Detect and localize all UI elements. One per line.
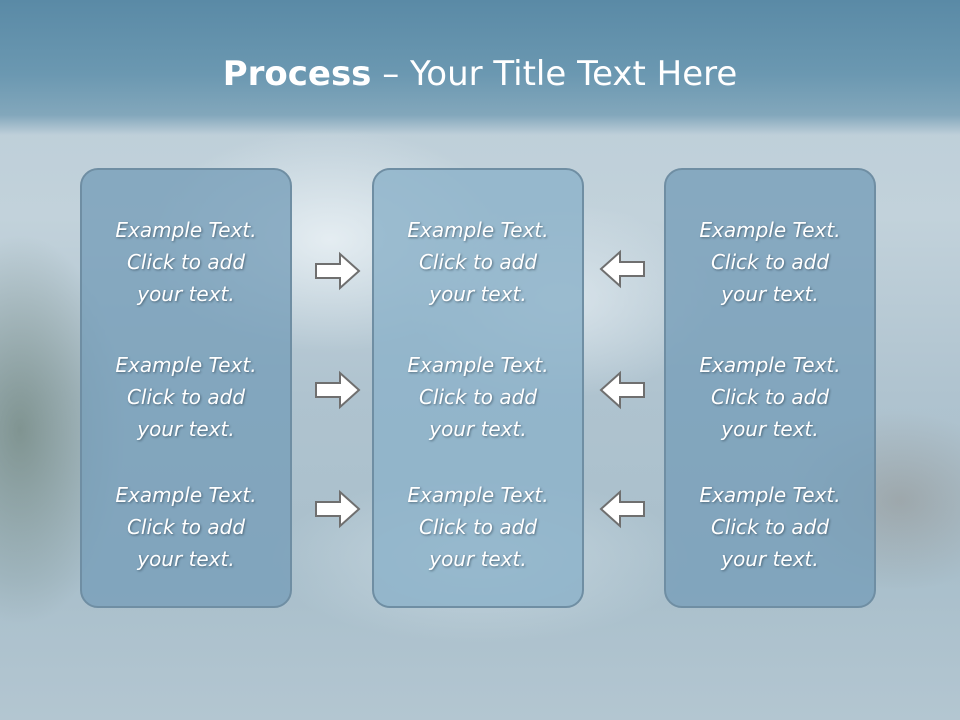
text-line: Example Text.	[115, 483, 257, 507]
text-line: Click to add	[418, 385, 538, 409]
text-line: your text.	[721, 547, 819, 571]
text-line: Example Text.	[115, 218, 257, 242]
text-item[interactable]: Example Text. Click to add your text.	[666, 214, 874, 310]
text-line: your text.	[429, 417, 527, 441]
right-arrow-icon	[315, 489, 361, 529]
text-line: Click to add	[710, 250, 830, 274]
left-arrow-icon	[599, 370, 645, 410]
right-text-box[interactable]: Example Text. Click to add your text. Ex…	[664, 168, 876, 608]
text-line: Click to add	[710, 515, 830, 539]
text-line: your text.	[721, 417, 819, 441]
slide-title[interactable]: Process – Your Title Text Here	[0, 52, 960, 96]
right-arrow-icon	[315, 370, 361, 410]
text-line: Example Text.	[699, 483, 841, 507]
text-line: Example Text.	[699, 218, 841, 242]
text-line: your text.	[429, 547, 527, 571]
text-line: Example Text.	[699, 353, 841, 377]
text-line: your text.	[137, 282, 235, 306]
left-arrow-icon	[599, 489, 645, 529]
left-arrow-icon	[599, 249, 645, 289]
text-item[interactable]: Example Text. Click to add your text.	[374, 349, 582, 445]
title-band	[0, 0, 960, 135]
text-item[interactable]: Example Text. Click to add your text.	[82, 479, 290, 575]
middle-text-box[interactable]: Example Text. Click to add your text. Ex…	[372, 168, 584, 608]
text-line: Click to add	[126, 515, 246, 539]
text-item[interactable]: Example Text. Click to add your text.	[374, 214, 582, 310]
text-line: Example Text.	[115, 353, 257, 377]
left-text-box[interactable]: Example Text. Click to add your text. Ex…	[80, 168, 292, 608]
text-line: Click to add	[126, 250, 246, 274]
text-line: Click to add	[126, 385, 246, 409]
text-line: Example Text.	[407, 353, 549, 377]
text-item[interactable]: Example Text. Click to add your text.	[82, 214, 290, 310]
text-line: Example Text.	[407, 218, 549, 242]
text-item[interactable]: Example Text. Click to add your text.	[666, 479, 874, 575]
title-rest: – Your Title Text Here	[371, 54, 738, 94]
text-item[interactable]: Example Text. Click to add your text.	[374, 479, 582, 575]
text-line: Example Text.	[407, 483, 549, 507]
text-line: your text.	[429, 282, 527, 306]
text-item[interactable]: Example Text. Click to add your text.	[666, 349, 874, 445]
text-item[interactable]: Example Text. Click to add your text.	[82, 349, 290, 445]
text-line: Click to add	[418, 250, 538, 274]
right-arrow-icon	[315, 251, 361, 291]
title-bold: Process	[222, 54, 372, 94]
text-line: your text.	[137, 547, 235, 571]
text-line: your text.	[721, 282, 819, 306]
text-line: Click to add	[418, 515, 538, 539]
text-line: your text.	[137, 417, 235, 441]
text-line: Click to add	[710, 385, 830, 409]
